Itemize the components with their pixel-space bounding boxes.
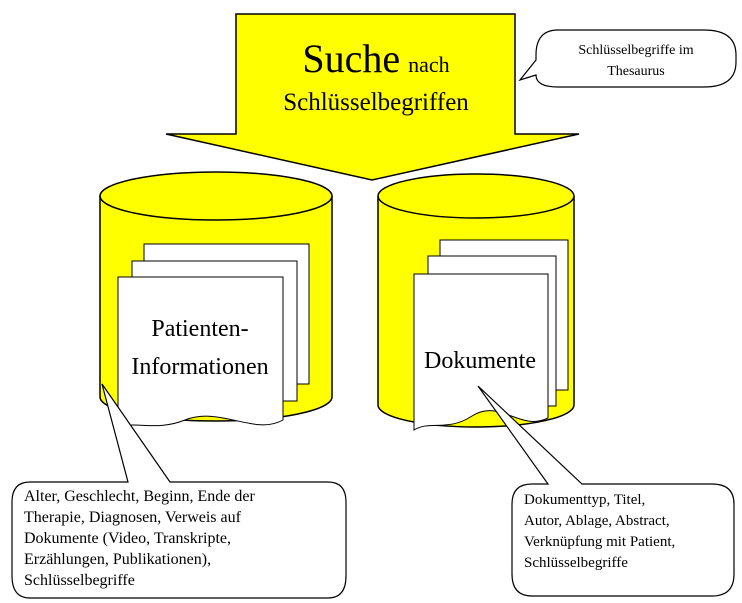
search-arrow-title-big: Suche [302,36,400,81]
right-document-stack [413,239,569,431]
thesaurus-callout-line2: Thesaurus [607,64,665,79]
left-document-page-front [117,276,284,429]
search-arrow: Suche nach Schlüsselbegriffen [165,13,580,181]
thesaurus-callout-line1: Schlüsselbegriffe im [578,43,693,58]
right-database-top [377,173,575,219]
patient-callout-bubble [11,383,347,599]
left-document-label-line2: Informationen [131,354,268,380]
document-callout-text: Dokumenttyp, Titel, Autor, Ablage, Abstr… [524,492,676,571]
left-database: Patienten- Informationen [99,171,333,429]
patient-callout-text: Alter, Geschlecht, Beginn, Ende der Ther… [24,488,255,589]
document-callout-bubble [477,385,735,597]
search-arrow-title-small: nach [408,52,450,77]
thesaurus-callout-bubble [518,29,737,88]
thesaurus-callout: Schlüsselbegriffe im Thesaurus [518,29,737,88]
left-database-top [99,171,333,221]
left-document-label-line1: Patienten- [151,316,248,342]
left-document-stack [117,243,310,429]
search-arrow-title-line2: Schlüsselbegriffen [283,89,469,116]
search-arrow-title-line1: Suche nach [302,36,449,81]
right-document-page-front [413,273,549,431]
right-database: Dokumente [377,173,575,431]
right-document-label: Dokumente [424,348,536,374]
search-arrow-shape [165,13,580,181]
